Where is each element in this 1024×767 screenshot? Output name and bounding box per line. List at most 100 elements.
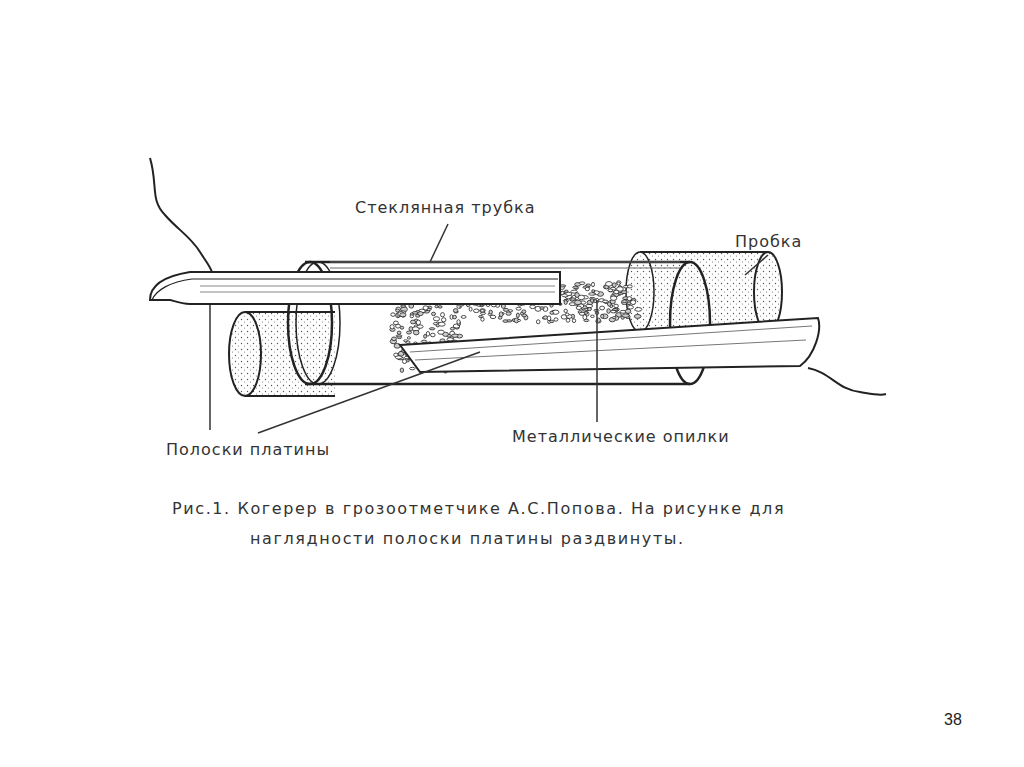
filing-grain <box>614 304 619 308</box>
filing-grain <box>392 337 397 341</box>
filing-grain <box>441 313 445 317</box>
filing-grain <box>634 314 641 318</box>
filing-grain <box>438 330 444 334</box>
filing-grain <box>600 306 605 310</box>
filing-grain <box>572 319 575 323</box>
wire <box>150 158 212 272</box>
filing-grain <box>591 315 595 317</box>
right-plug <box>626 252 782 332</box>
filing-grain <box>400 368 403 372</box>
filing-grain <box>566 313 569 316</box>
filing-grain <box>612 317 615 319</box>
filing-grain <box>418 312 423 316</box>
filing-grain <box>554 318 558 321</box>
figure-caption: Рис.1. Когерер в грозоотметчике А.С.Попо… <box>172 494 850 554</box>
filing-grain <box>390 325 394 329</box>
filing-grain <box>611 296 617 300</box>
filing-grain <box>635 308 642 312</box>
filing-grain <box>453 315 457 319</box>
part-label: Стеклянная трубка <box>355 198 536 217</box>
filing-grain <box>452 334 458 337</box>
filing-grain <box>628 285 633 288</box>
filing-grain <box>400 326 403 329</box>
part-label: Пробка <box>735 232 802 251</box>
filing-grain <box>585 287 589 290</box>
filing-grain <box>453 309 457 313</box>
platinum-strip <box>400 318 819 372</box>
filing-grain <box>579 282 585 285</box>
filing-grain <box>411 320 416 324</box>
filing-grain <box>433 323 437 325</box>
filing-grain <box>547 316 551 321</box>
filing-grain <box>416 320 420 325</box>
filing-grain <box>588 308 592 311</box>
filing-grain <box>628 305 634 309</box>
filing-grain <box>407 337 410 339</box>
filing-grain <box>509 310 513 312</box>
filing-grain <box>424 334 427 338</box>
filing-grain <box>481 317 484 321</box>
filing-grain <box>442 318 446 322</box>
filing-grain <box>393 321 398 325</box>
filing-grain <box>576 306 581 310</box>
filing-grain <box>504 308 509 311</box>
filing-grain <box>536 320 540 324</box>
filing-grain <box>592 282 595 286</box>
filing-grain <box>622 314 629 318</box>
filing-grain <box>480 312 485 314</box>
filing-grain <box>608 289 613 292</box>
filing-grain <box>617 282 620 285</box>
filing-grain <box>438 322 445 326</box>
filing-grain <box>606 282 613 287</box>
filing-grain <box>410 315 414 318</box>
filing-grain <box>396 335 402 337</box>
filing-grain <box>601 314 608 319</box>
filing-grain <box>432 312 436 315</box>
filing-grain <box>631 300 636 305</box>
filing-grain <box>395 356 402 359</box>
filing-grain <box>622 301 628 305</box>
filing-grain <box>607 309 611 314</box>
filing-grain <box>461 316 466 319</box>
filing-grain <box>564 300 567 304</box>
filing-grain <box>435 305 438 308</box>
filing-grain <box>589 293 596 295</box>
filing-grain <box>400 313 406 317</box>
filing-grain <box>592 290 595 293</box>
filing-grain <box>522 310 526 313</box>
filing-grain <box>516 313 519 318</box>
filing-grain <box>396 309 400 312</box>
filing-grain <box>517 319 520 321</box>
filing-grain <box>540 307 545 309</box>
filing-grain <box>583 315 587 320</box>
filing-grain <box>417 325 423 328</box>
filing-grain <box>423 306 428 310</box>
filing-grain <box>480 309 486 313</box>
filing-grain <box>397 331 401 334</box>
filing-grain <box>489 310 492 314</box>
filing-grain <box>407 331 412 334</box>
filing-grain <box>410 367 415 369</box>
filing-grain <box>391 313 395 317</box>
filing-grain <box>575 300 582 305</box>
filing-grain <box>612 283 616 287</box>
filing-grain <box>566 292 572 295</box>
filing-grain <box>506 312 511 315</box>
part-label: Полоски платины <box>166 440 330 459</box>
filing-grain <box>566 318 570 322</box>
filing-grain <box>438 306 442 308</box>
filing-grain <box>469 307 472 311</box>
filing-grain <box>447 338 453 341</box>
wire <box>808 368 886 395</box>
filing-grain <box>601 314 604 318</box>
filing-grain <box>622 300 628 303</box>
filing-grain <box>421 340 427 342</box>
filing-grain <box>613 309 618 311</box>
filing-grain <box>401 305 406 307</box>
filing-grain <box>516 307 521 310</box>
part-label: Металлические опилки <box>512 427 730 446</box>
filing-grain <box>474 309 480 313</box>
filing-grain <box>627 297 632 301</box>
filing-grain <box>602 300 608 302</box>
